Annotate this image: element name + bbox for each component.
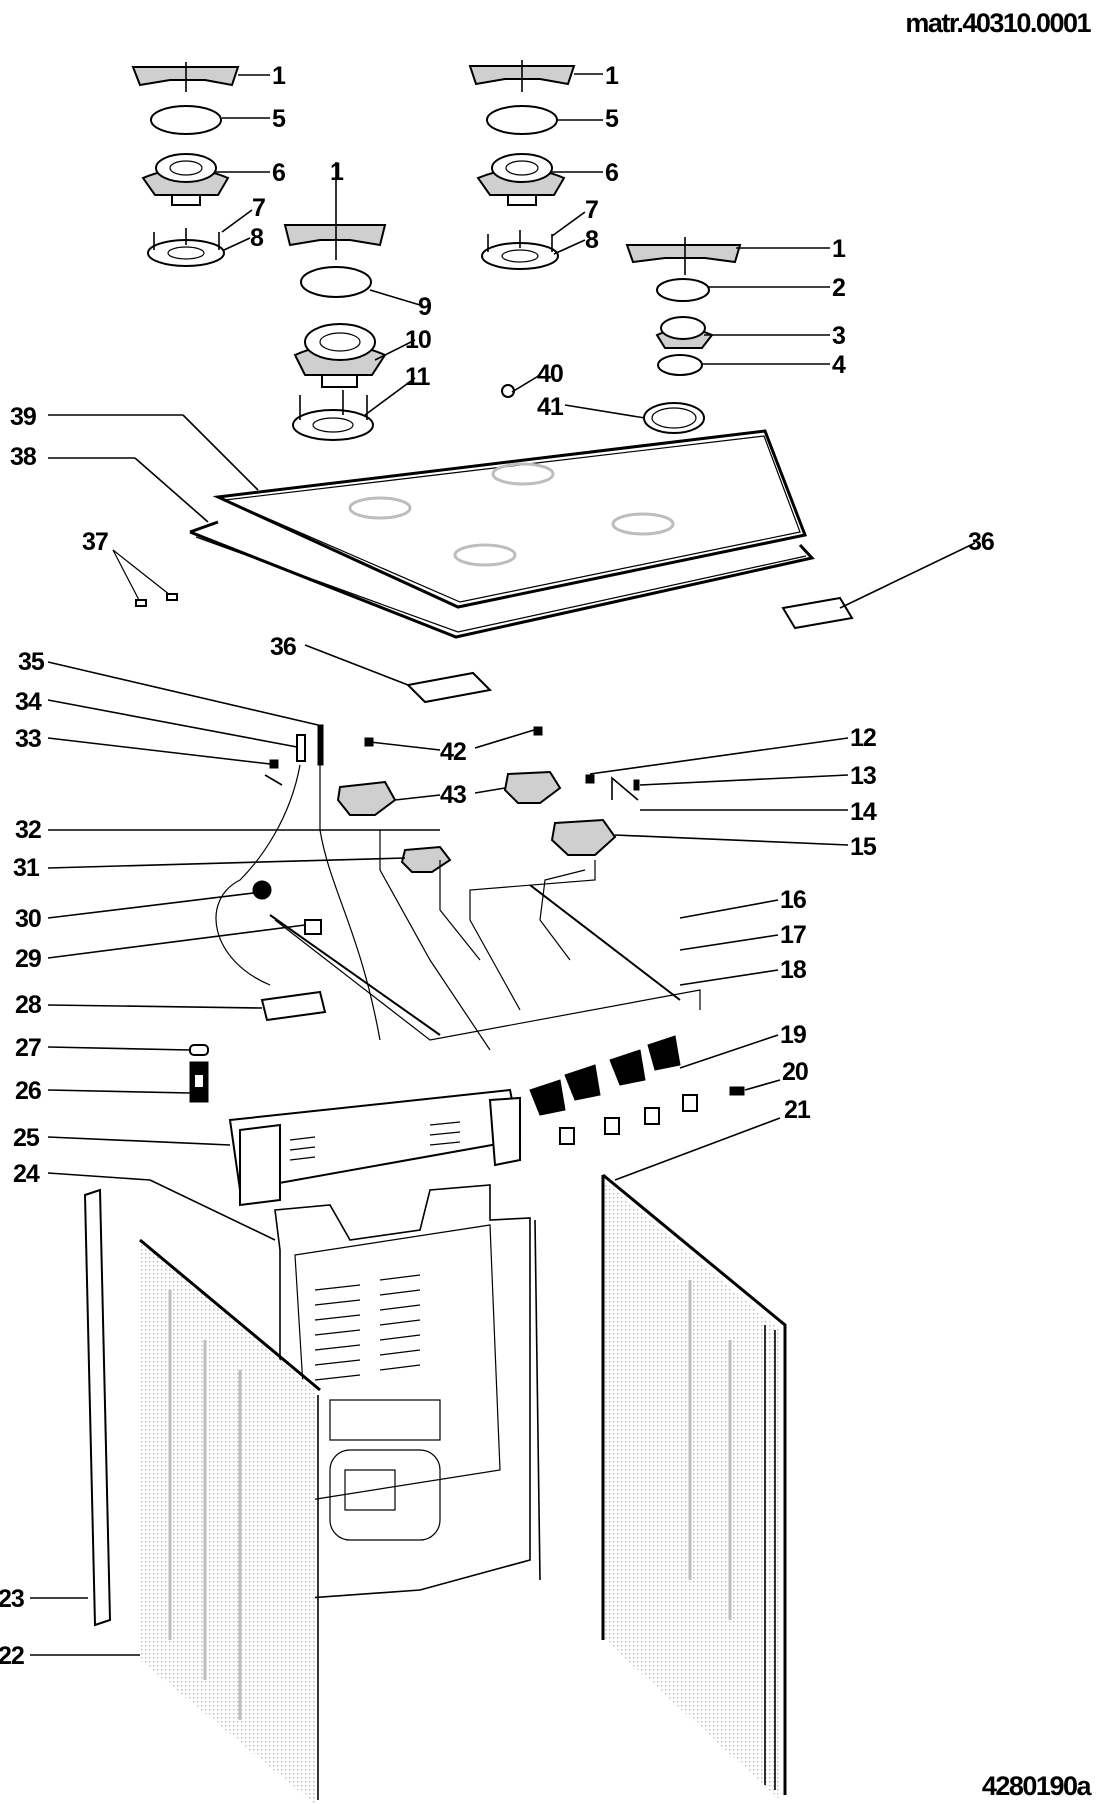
part-36-left <box>405 671 493 704</box>
callout-17: 17 <box>780 921 806 949</box>
material-code: matr.40310.0001 <box>905 8 1091 38</box>
callout-19: 19 <box>780 1021 806 1049</box>
callout-5: 5 <box>605 105 619 133</box>
callout-6: 6 <box>272 159 285 187</box>
callout-36: 36 <box>270 633 296 661</box>
callout-8: 8 <box>250 224 264 252</box>
callout-30: 30 <box>15 905 41 933</box>
callout-37: 37 <box>82 528 108 556</box>
burner-crown-a <box>141 153 230 206</box>
callout-2: 2 <box>832 274 845 302</box>
callout-22: 22 <box>0 1642 24 1670</box>
right-side-panel <box>601 1173 787 1800</box>
left-side-panel <box>139 1238 321 1804</box>
callout-1: 1 <box>272 62 286 90</box>
callout-5: 5 <box>272 105 286 133</box>
callout-28: 28 <box>15 991 42 1019</box>
callout-11: 11 <box>405 363 431 391</box>
callout-12: 12 <box>850 724 876 752</box>
callout-7: 7 <box>252 194 265 222</box>
part-36-right <box>781 596 854 630</box>
part-37 <box>112 549 178 607</box>
drawing-code: 4280190a <box>982 1771 1093 1801</box>
callout-43: 43 <box>440 781 466 809</box>
callout-3: 3 <box>832 322 845 350</box>
callout-26: 26 <box>15 1077 41 1105</box>
callout-34: 34 <box>15 688 42 716</box>
callout-32: 32 <box>15 816 41 844</box>
callout-14: 14 <box>850 798 877 826</box>
callout-21: 21 <box>784 1096 811 1124</box>
callout-24: 24 <box>13 1160 40 1188</box>
burner-group-c <box>283 162 387 441</box>
pan-support-a <box>131 62 240 92</box>
callout-1: 1 <box>832 235 846 263</box>
callout-16: 16 <box>780 886 806 914</box>
callout-40: 40 <box>537 360 563 388</box>
callout-33: 33 <box>15 725 41 753</box>
callout-15: 15 <box>850 833 877 861</box>
burner-group-d <box>501 237 742 434</box>
callout-1: 1 <box>605 62 619 90</box>
front-strip <box>83 1188 112 1627</box>
callout-9: 9 <box>418 293 431 321</box>
callout-10: 10 <box>405 326 431 354</box>
callout-20: 20 <box>782 1058 808 1086</box>
hob-top <box>189 429 815 639</box>
callout-31: 31 <box>13 854 40 882</box>
callout-38: 38 <box>10 443 37 471</box>
part-25 <box>228 1088 522 1207</box>
callout-35: 35 <box>18 648 45 676</box>
callout-29: 29 <box>15 945 41 973</box>
vent-slots <box>314 1274 421 1381</box>
callout-1: 1 <box>330 158 344 186</box>
callout-8: 8 <box>585 226 599 254</box>
callout-42: 42 <box>440 738 466 766</box>
burner-group-b <box>468 60 576 270</box>
callout-labels: 1 5 6 7 8 1 5 6 7 8 1 9 10 11 1 2 3 4 40… <box>0 62 995 1670</box>
burner-cap-a <box>150 105 222 135</box>
callout-41: 41 <box>537 393 564 421</box>
callout-4: 4 <box>832 351 846 379</box>
burner-group-a <box>131 62 240 267</box>
callout-7: 7 <box>585 196 598 224</box>
burner-base-a <box>147 228 225 267</box>
callout-36: 36 <box>968 528 994 556</box>
callout-25: 25 <box>13 1124 40 1152</box>
callout-23: 23 <box>0 1585 24 1613</box>
tap-assembly <box>189 724 745 1145</box>
callout-39: 39 <box>10 403 36 431</box>
callout-13: 13 <box>850 762 876 790</box>
callout-6: 6 <box>605 159 618 187</box>
callout-27: 27 <box>15 1034 41 1062</box>
callout-18: 18 <box>780 956 807 984</box>
leader-lines <box>30 73 976 1656</box>
